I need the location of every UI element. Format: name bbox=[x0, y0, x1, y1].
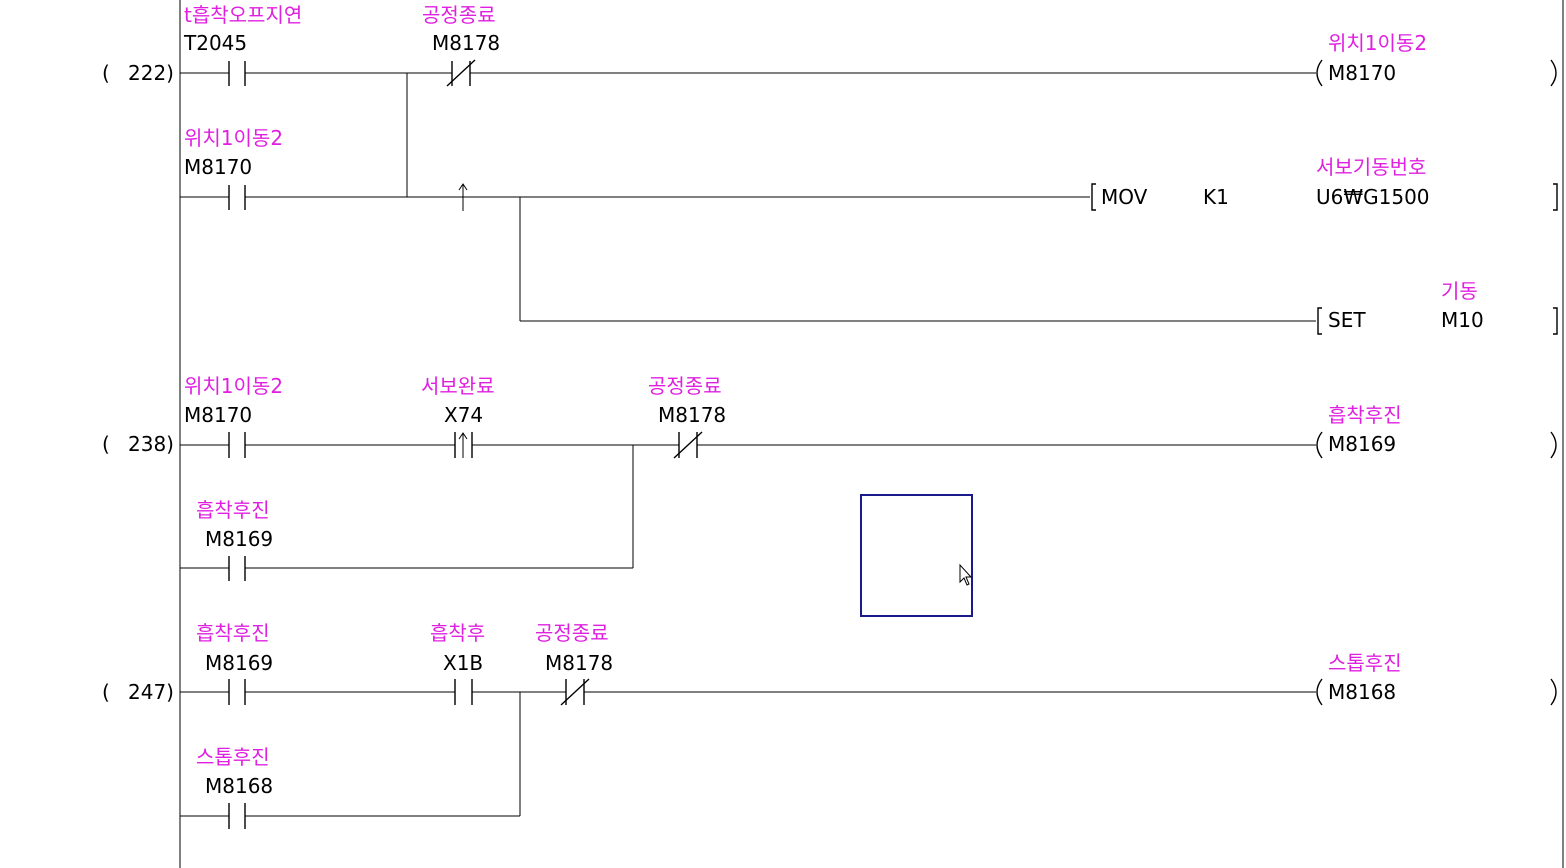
device-address[interactable]: T2045 bbox=[183, 31, 247, 55]
instruction-bracket[interactable] bbox=[1317, 307, 1558, 335]
contact-nc[interactable] bbox=[560, 678, 590, 706]
coil-device[interactable]: M8169 bbox=[1328, 432, 1396, 456]
device-comment: 위치1이동2 bbox=[184, 374, 283, 398]
device-address[interactable]: M8178 bbox=[658, 403, 726, 427]
device-address[interactable]: M8168 bbox=[205, 774, 273, 798]
instruction-operand[interactable]: K1 bbox=[1203, 185, 1229, 209]
coil[interactable] bbox=[1316, 678, 1557, 706]
device-comment: 서보완료 bbox=[421, 374, 495, 398]
contact-nc[interactable] bbox=[673, 431, 703, 459]
device-comment: 공정종료 bbox=[535, 621, 609, 645]
contact-no[interactable] bbox=[228, 803, 246, 829]
device-address[interactable]: M8178 bbox=[432, 31, 500, 55]
mouse-pointer-icon bbox=[959, 563, 973, 586]
device-comment: 공정종료 bbox=[422, 3, 496, 27]
device-address[interactable]: M8170 bbox=[184, 403, 252, 427]
contact-no[interactable] bbox=[228, 61, 246, 86]
coil-comment: 흡착후진 bbox=[1328, 403, 1402, 427]
device-address[interactable]: M8178 bbox=[545, 651, 613, 675]
instruction-operand[interactable]: U6₩G1500 bbox=[1316, 185, 1430, 209]
instruction-op[interactable]: MOV bbox=[1101, 185, 1148, 209]
device-address[interactable]: M8169 bbox=[205, 527, 273, 551]
contact-no[interactable] bbox=[228, 432, 246, 458]
instruction-comment: 기동 bbox=[1441, 279, 1478, 303]
device-comment: 위치1이동2 bbox=[184, 126, 283, 150]
instruction-bracket[interactable] bbox=[1091, 183, 1558, 211]
step-open-paren: ( bbox=[102, 61, 110, 85]
device-comment: 흡착후진 bbox=[196, 498, 270, 522]
device-comment: t흡착오프지연 bbox=[184, 3, 302, 27]
device-comment: 공정종료 bbox=[648, 374, 722, 398]
coil[interactable] bbox=[1316, 59, 1557, 87]
contact-no[interactable] bbox=[228, 185, 246, 210]
device-address[interactable]: X1B bbox=[443, 651, 483, 675]
contact-nc[interactable] bbox=[446, 59, 476, 87]
coil-comment: 스톱후진 bbox=[1328, 651, 1402, 675]
instruction-comment: 서보기동번호 bbox=[1316, 155, 1426, 179]
instruction-operand[interactable]: M10 bbox=[1441, 308, 1484, 332]
coil-device[interactable]: M8168 bbox=[1328, 680, 1396, 704]
coil-comment: 위치1이동2 bbox=[1328, 31, 1427, 55]
step-number[interactable]: 238) bbox=[128, 432, 174, 456]
contact-no[interactable] bbox=[228, 556, 246, 581]
device-address[interactable]: M8170 bbox=[184, 155, 252, 179]
step-number[interactable]: 247) bbox=[128, 680, 174, 704]
device-address[interactable]: X74 bbox=[444, 403, 483, 427]
coil-device[interactable]: M8170 bbox=[1328, 61, 1396, 85]
contact-no[interactable] bbox=[228, 679, 246, 705]
instruction-op[interactable]: SET bbox=[1328, 308, 1366, 332]
step-number[interactable]: 222) bbox=[128, 61, 174, 85]
step-open-paren: ( bbox=[102, 680, 110, 704]
coil[interactable] bbox=[1316, 431, 1557, 459]
device-comment: 흡착후진 bbox=[196, 621, 270, 645]
pulse-arrow-icon bbox=[458, 183, 468, 211]
device-address[interactable]: M8169 bbox=[205, 651, 273, 675]
ladder-cursor[interactable] bbox=[860, 494, 973, 617]
contact-rising[interactable] bbox=[454, 432, 473, 458]
contact-no[interactable] bbox=[454, 679, 473, 705]
step-open-paren: ( bbox=[102, 432, 110, 456]
device-comment: 스톱후진 bbox=[196, 745, 270, 769]
device-comment: 흡착후 bbox=[430, 621, 485, 645]
